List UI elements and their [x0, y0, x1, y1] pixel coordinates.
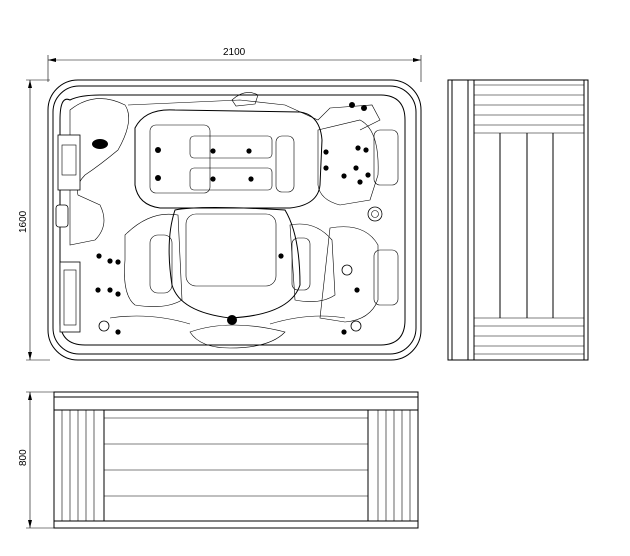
front-view — [53, 391, 419, 529]
height-dimension: 800 — [18, 391, 56, 529]
width-label: 2100 — [223, 47, 246, 58]
depth-label: 1600 — [18, 210, 29, 233]
width-dimension: 2100 — [47, 47, 422, 82]
depth-dimension: 1600 — [18, 79, 50, 361]
top-view — [47, 79, 422, 361]
height-label: 800 — [18, 449, 29, 466]
side-view — [447, 79, 589, 361]
jets — [92, 102, 383, 335]
